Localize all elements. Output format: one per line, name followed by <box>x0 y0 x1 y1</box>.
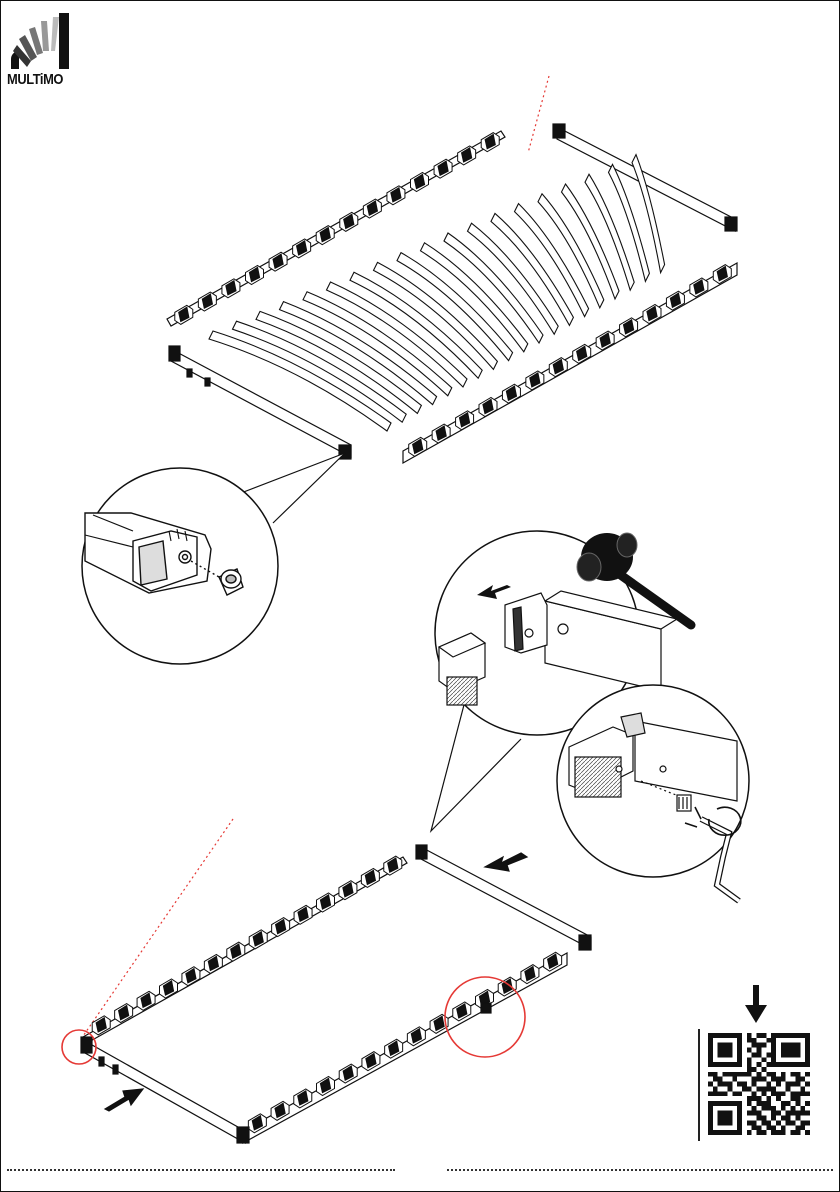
detail-bubble-dowel <box>82 453 345 664</box>
slat-holder <box>246 266 264 285</box>
slat-holder <box>409 437 427 456</box>
guide-line-top <box>528 76 549 153</box>
slat-holder <box>384 856 402 875</box>
slat-holder <box>293 239 311 258</box>
slat-holder <box>175 305 193 324</box>
slat-holder <box>387 186 405 205</box>
guide-line-bottom <box>81 819 233 1039</box>
slat-holder <box>502 384 520 403</box>
slat <box>632 155 665 273</box>
slat-holder <box>690 278 708 297</box>
slat-holder <box>620 318 638 337</box>
slats <box>209 155 665 431</box>
push-arrow-icon <box>105 1089 143 1111</box>
slat-holder <box>361 868 379 887</box>
exploded-view <box>167 76 737 463</box>
slat-holder <box>316 226 334 245</box>
slat-holder <box>115 1004 133 1023</box>
slat-holder <box>411 173 429 192</box>
slat-holder <box>432 424 450 443</box>
slat-holder <box>227 942 245 961</box>
slat-holder <box>182 967 200 986</box>
slat-holder <box>198 292 216 311</box>
slat-holder <box>549 358 567 377</box>
slat-holder <box>294 905 312 924</box>
slat-holder <box>272 918 290 937</box>
slat-holder <box>137 991 155 1010</box>
slat-holder <box>643 305 661 324</box>
qr-code-icon[interactable] <box>708 1033 810 1135</box>
assembly-drawing <box>1 1 839 1166</box>
slat-holder <box>339 881 357 900</box>
qr-panel <box>698 1029 812 1141</box>
slat-holder <box>479 398 497 417</box>
slat-holder <box>481 133 499 152</box>
slat-holder <box>526 371 544 390</box>
slat-holder <box>222 279 240 298</box>
slat-holder <box>596 331 614 350</box>
slat-holder <box>573 344 591 363</box>
slat-holder <box>434 159 452 178</box>
slat-holder <box>204 954 222 973</box>
down-arrow-icon <box>745 985 767 1023</box>
slat-holder <box>160 979 178 998</box>
slat-holder <box>713 265 731 284</box>
assembled-frame <box>62 819 591 1143</box>
slat-holder <box>363 199 381 218</box>
slat-holder <box>666 291 684 310</box>
footer-divider-left <box>7 1169 395 1171</box>
slat-holder <box>269 252 287 271</box>
slat-holder <box>340 212 358 231</box>
slat-holder <box>249 930 267 949</box>
push-arrow-icon <box>485 853 527 871</box>
detail-bubble-crank <box>557 685 749 901</box>
slat-holder <box>456 411 474 430</box>
slat-holder <box>317 893 335 912</box>
slat-holder <box>458 146 476 165</box>
footer-divider-right <box>447 1169 833 1171</box>
